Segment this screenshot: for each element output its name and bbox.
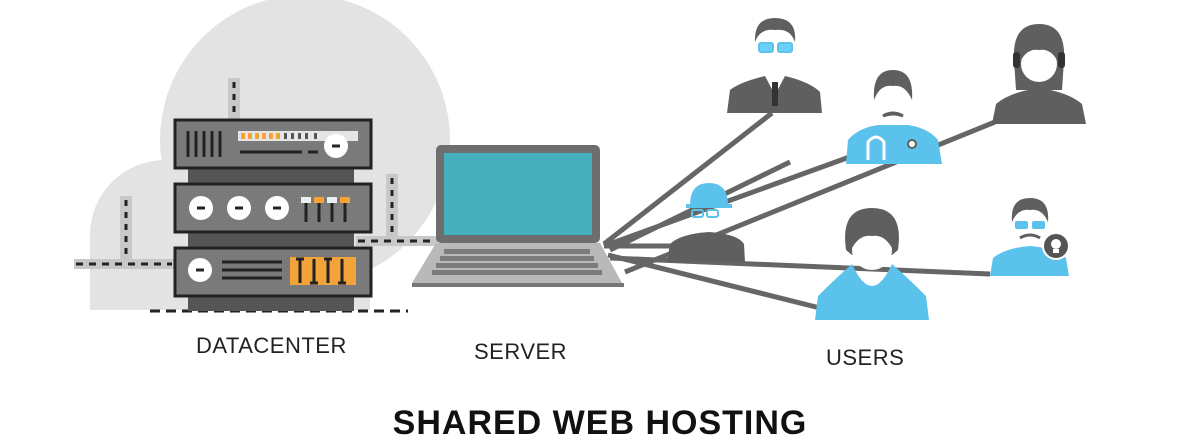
idea-man-icon (990, 198, 1070, 276)
users-label: USERS (826, 345, 905, 370)
shared-hosting-diagram: DATACENTER SERVER USERS SHARED WEB HOSTI… (74, 0, 1086, 442)
user-connections (602, 111, 996, 311)
datacenter-cables (74, 78, 438, 313)
datacenter-label: DATACENTER (196, 333, 347, 358)
headset-woman-icon (992, 24, 1086, 124)
diagram-title: SHARED WEB HOSTING (392, 404, 808, 442)
woman-icon (815, 208, 929, 320)
server-rack-icon (173, 118, 373, 311)
server-label: SERVER (474, 339, 568, 364)
laptop-icon (412, 145, 624, 287)
doctor-icon (846, 70, 942, 164)
businessman-icon (727, 18, 822, 113)
engineer-helmet-icon (667, 183, 745, 262)
